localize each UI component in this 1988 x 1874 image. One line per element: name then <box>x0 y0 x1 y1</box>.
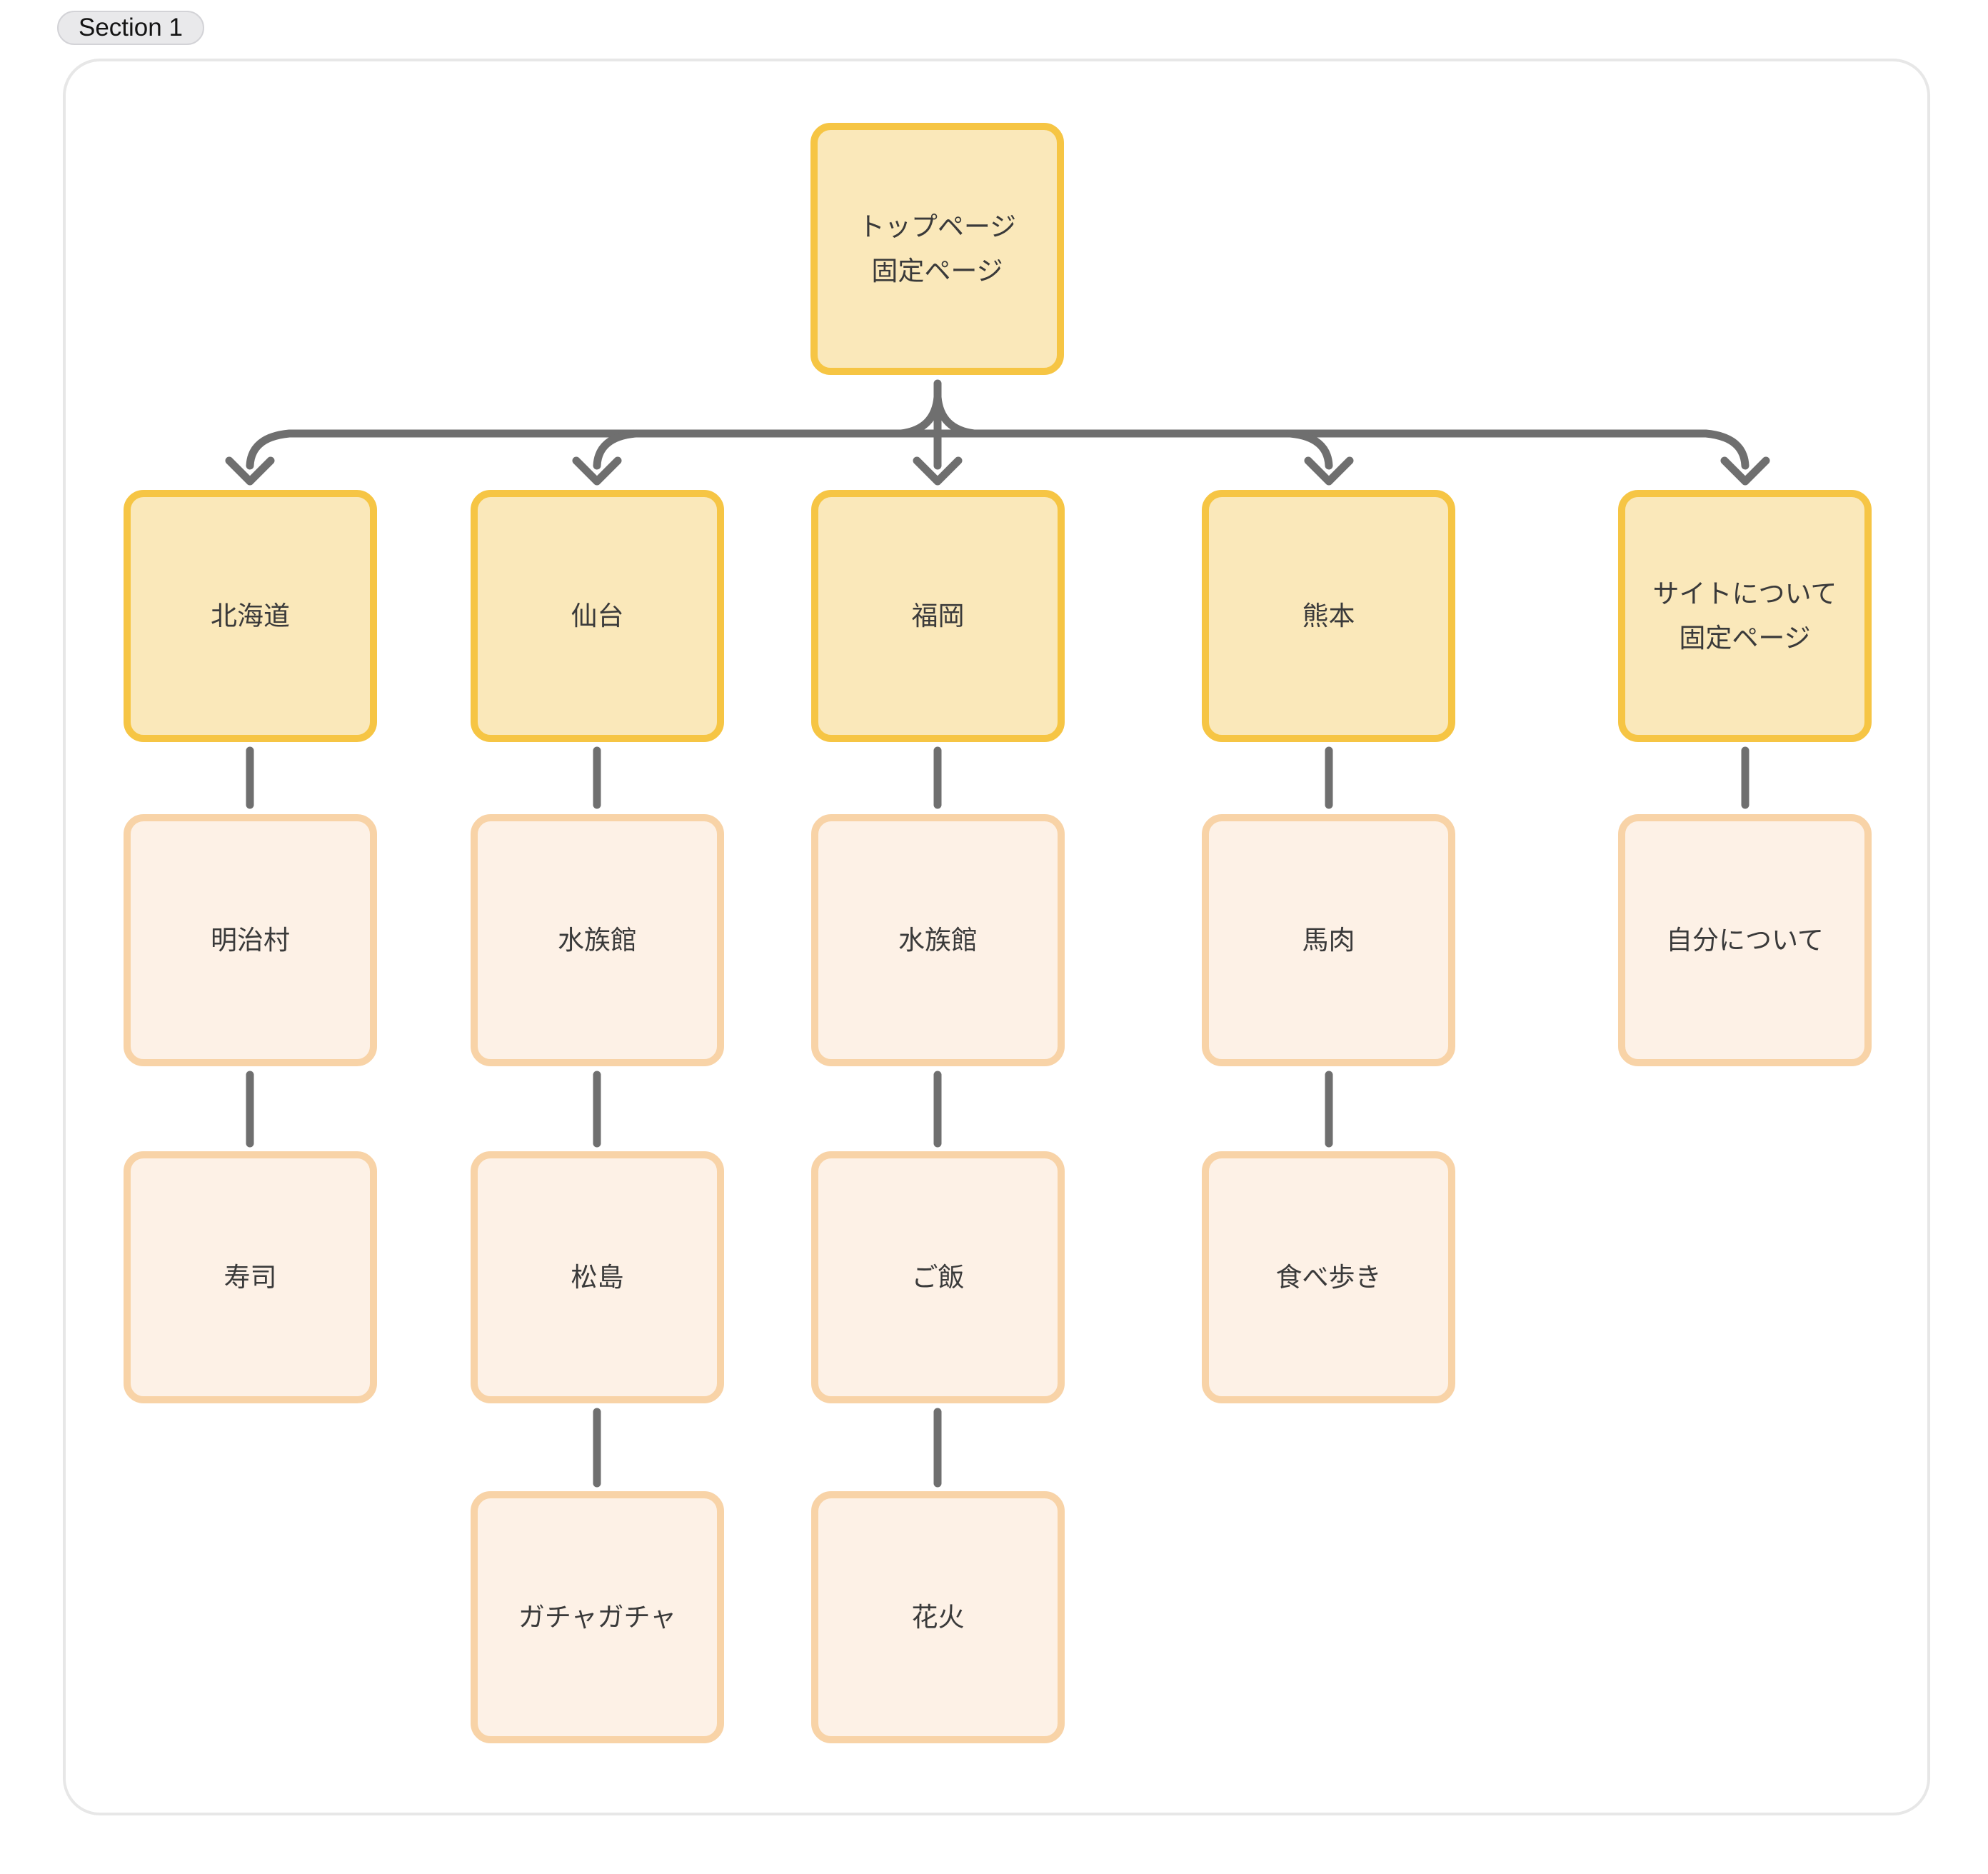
node-meijimura[interactable]: 明治村 <box>124 814 377 1066</box>
node-site-about[interactable]: サイトについて 固定ページ <box>1618 490 1872 742</box>
node-matsushima[interactable]: 松島 <box>471 1151 724 1403</box>
node-about-me[interactable]: 自分について <box>1618 814 1872 1066</box>
node-gachagacha[interactable]: ガチャガチャ <box>471 1491 724 1743</box>
node-tabearuki[interactable]: 食べ歩き <box>1202 1151 1455 1403</box>
node-sushi[interactable]: 寿司 <box>124 1151 377 1403</box>
node-top-page[interactable]: トップページ 固定ページ <box>810 123 1064 375</box>
node-fukuoka[interactable]: 福岡 <box>811 490 1065 742</box>
node-hanabi[interactable]: 花火 <box>811 1491 1065 1743</box>
node-sendai[interactable]: 仙台 <box>471 490 724 742</box>
node-gohan[interactable]: ご飯 <box>811 1151 1065 1403</box>
node-baniku[interactable]: 馬肉 <box>1202 814 1455 1066</box>
section-label[interactable]: Section 1 <box>57 11 204 45</box>
node-kumamoto[interactable]: 熊本 <box>1202 490 1455 742</box>
node-aquarium-sendai[interactable]: 水族館 <box>471 814 724 1066</box>
node-aquarium-fukuoka[interactable]: 水族館 <box>811 814 1065 1066</box>
node-hokkaido[interactable]: 北海道 <box>124 490 377 742</box>
